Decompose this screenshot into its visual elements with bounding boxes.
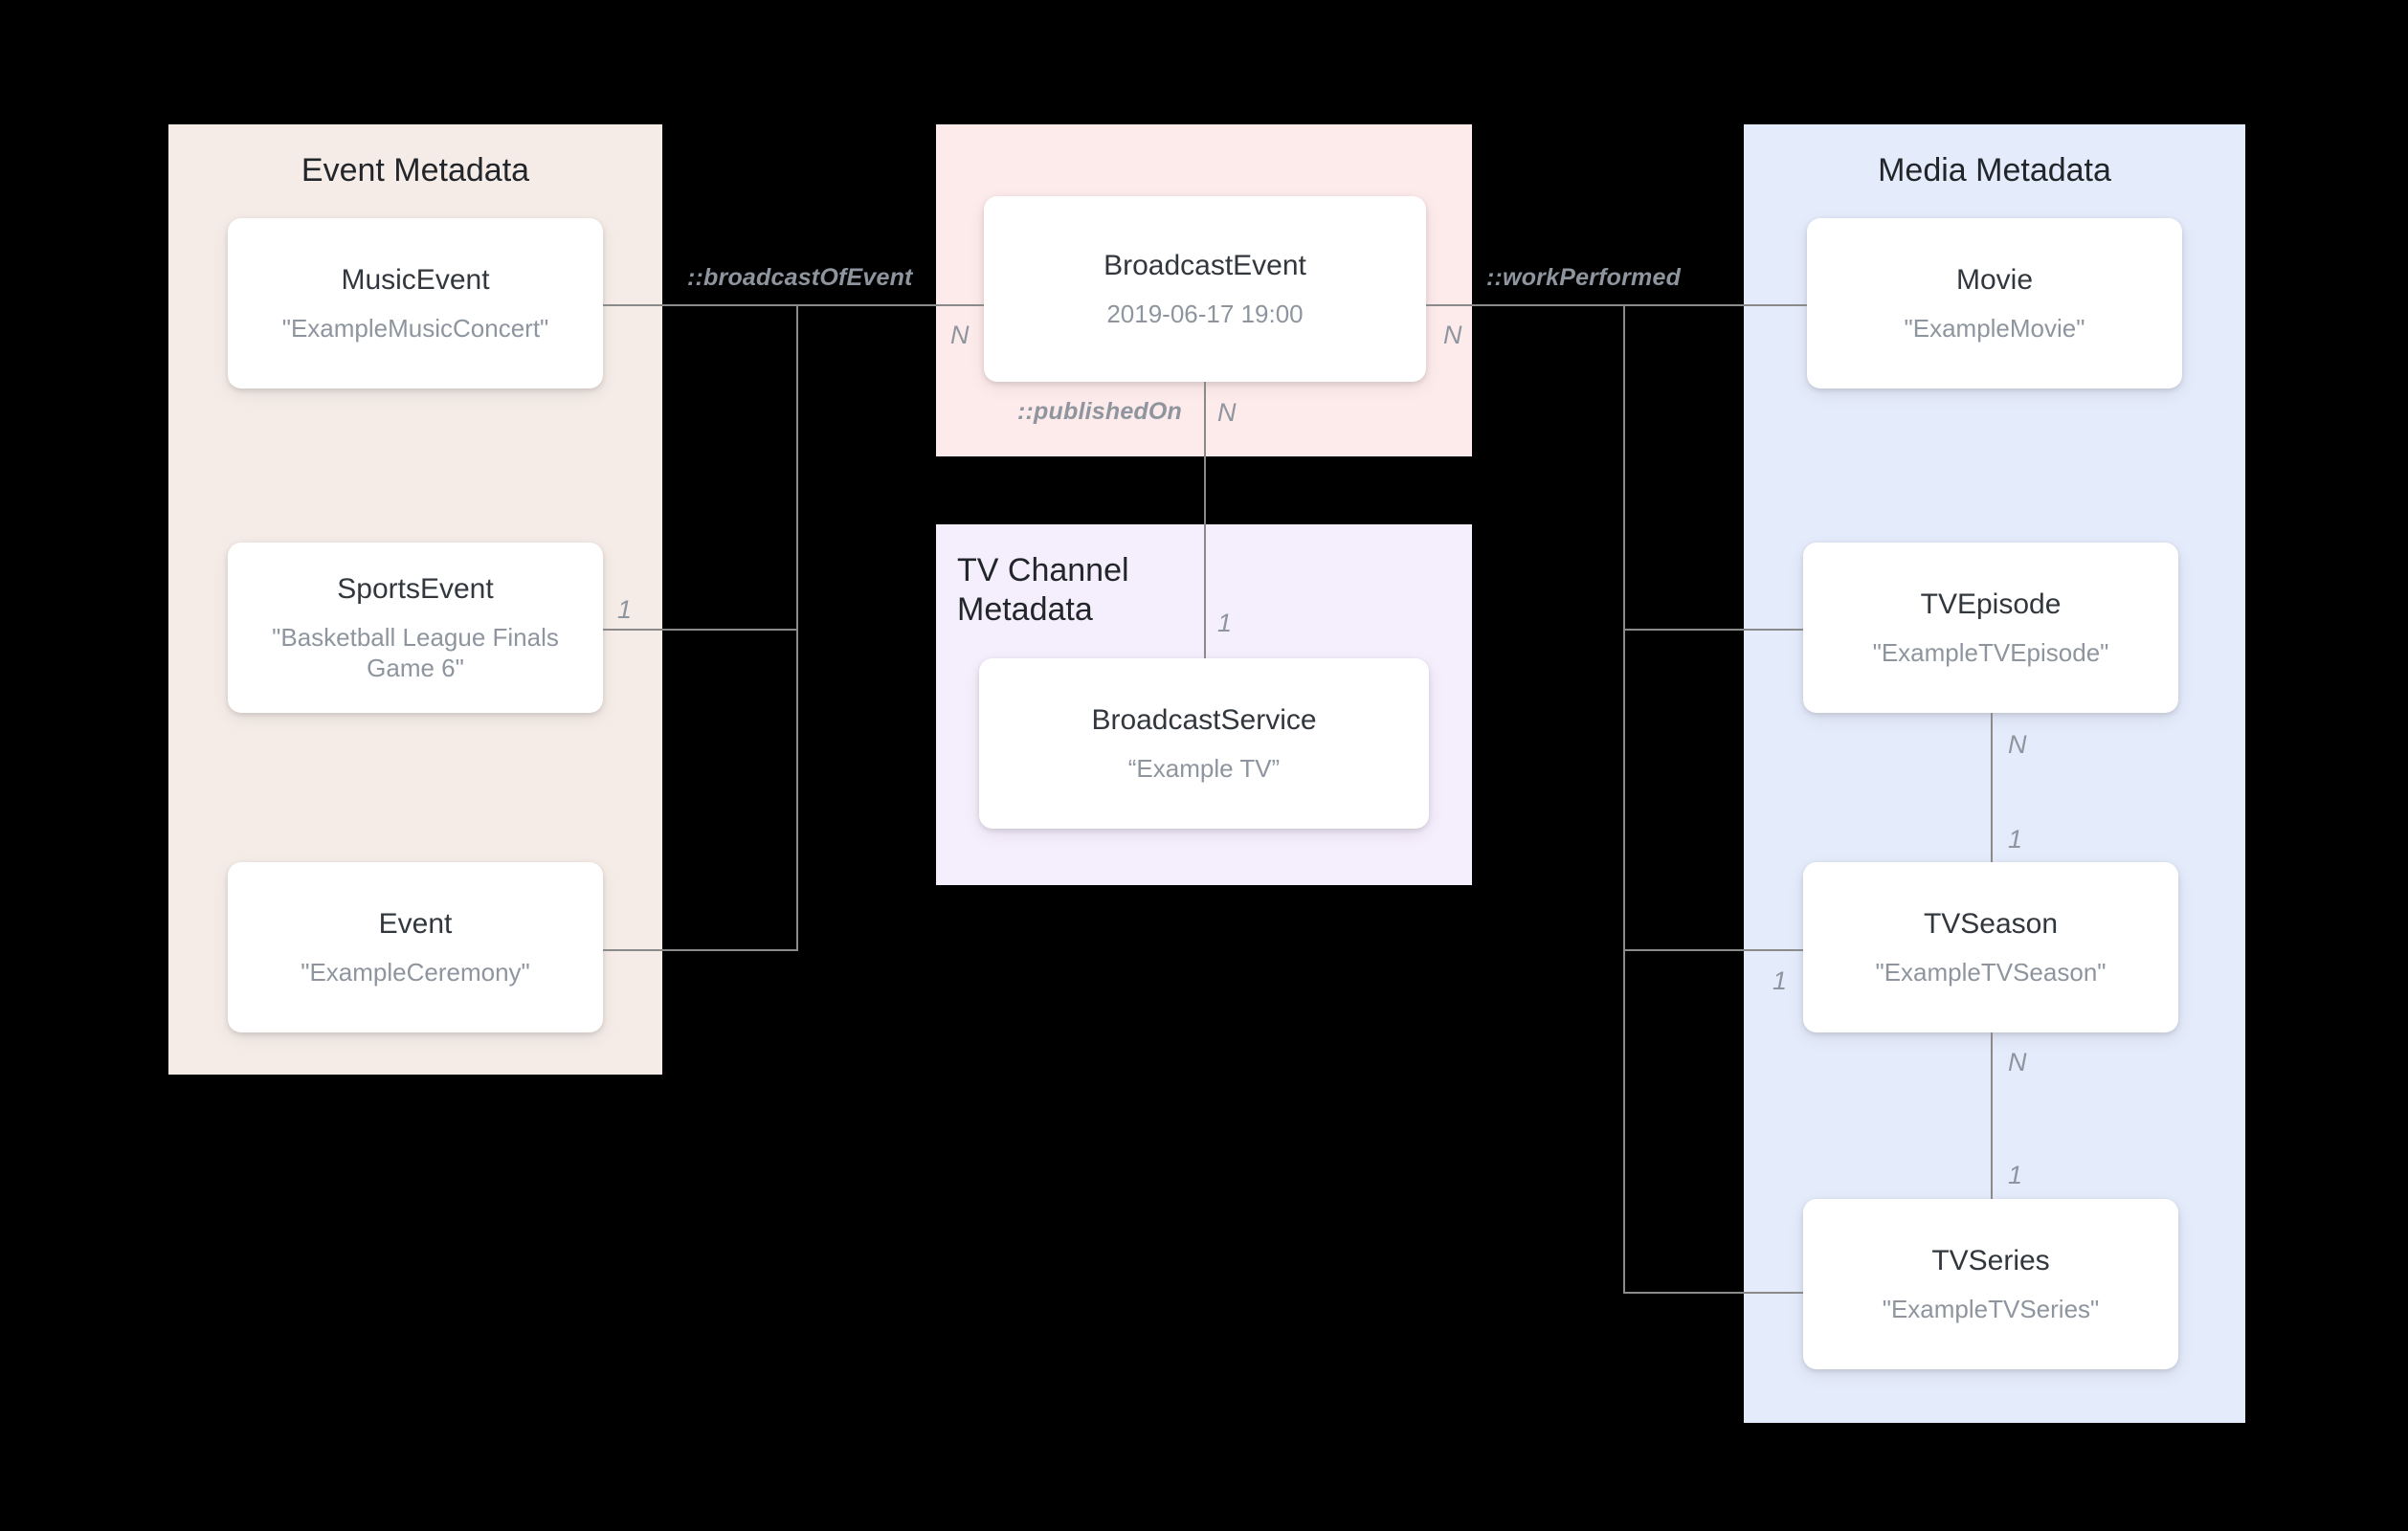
node-value-label: "ExampleTVSeries" — [1882, 1294, 2100, 1323]
edge-tv-season-to-tv-series — [1991, 1032, 1993, 1199]
node-value-label: “Example TV” — [1127, 753, 1281, 783]
cardinality-published-on-source: N — [1217, 398, 1237, 427]
edge-sports-event-to-bus — [603, 629, 798, 631]
node-tv-series[interactable]: TVSeries "ExampleTVSeries" — [1803, 1199, 2178, 1369]
node-type-label: BroadcastEvent — [1104, 249, 1306, 281]
node-tv-season[interactable]: TVSeason "ExampleTVSeason" — [1803, 862, 2178, 1032]
edge-label-published-on: ::publishedOn — [1017, 398, 1183, 425]
edge-bus-to-tv-season — [1623, 949, 1803, 951]
node-type-label: TVEpisode — [1920, 588, 2062, 620]
cardinality-work-to-season-target: 1 — [1773, 966, 1788, 995]
node-sports-event[interactable]: SportsEvent "Basketball League Finals Ga… — [228, 543, 603, 713]
cardinality-work-performed-source: N — [1443, 321, 1462, 349]
node-type-label: Event — [378, 907, 453, 940]
edge-broadcast-event-to-media-bus — [1426, 304, 1807, 306]
cardinality-published-on-target: 1 — [1217, 609, 1233, 637]
edge-tv-episode-to-tv-season — [1991, 713, 1993, 862]
edge-broadcast-event-to-broadcast-service — [1204, 382, 1206, 658]
edge-bus-to-tv-episode — [1623, 629, 1803, 631]
node-value-label: 2019-06-17 19:00 — [1106, 299, 1304, 328]
edge-event-vertical-bus — [796, 304, 798, 951]
node-movie[interactable]: Movie "ExampleMovie" — [1807, 218, 2182, 388]
edge-bus-to-broadcast-event — [796, 304, 984, 306]
cardinality-season-to-series-target: 1 — [2008, 1161, 2023, 1189]
panel-title-tv-channel-metadata: TV Channel Metadata — [957, 552, 1129, 629]
edge-label-broadcast-of-event: ::broadcastOfEvent — [687, 264, 913, 291]
node-broadcast-service[interactable]: BroadcastService “Example TV” — [979, 658, 1429, 829]
panel-title-media-metadata: Media Metadata — [1878, 152, 2111, 189]
node-type-label: SportsEvent — [337, 572, 494, 605]
node-tv-episode[interactable]: TVEpisode "ExampleTVEpisode" — [1803, 543, 2178, 713]
node-value-label: "ExampleCeremony" — [301, 957, 530, 987]
cardinality-episode-to-season-target: 1 — [2008, 825, 2023, 854]
edge-music-event-to-bus — [603, 304, 798, 306]
node-broadcast-event[interactable]: BroadcastEvent 2019-06-17 19:00 — [984, 196, 1426, 382]
node-value-label: "ExampleTVSeason" — [1875, 957, 2107, 987]
node-type-label: Movie — [1955, 263, 2034, 296]
node-type-label: TVSeries — [1931, 1244, 2050, 1276]
node-value-label: "ExampleMusicConcert" — [281, 313, 549, 343]
cardinality-broadcast-of-event-source: N — [950, 321, 970, 349]
node-music-event[interactable]: MusicEvent "ExampleMusicConcert" — [228, 218, 603, 388]
cardinality-season-to-series-source: N — [2008, 1048, 2027, 1076]
edge-event-to-bus — [603, 949, 798, 951]
node-value-label: "ExampleMovie" — [1904, 313, 2085, 343]
node-event[interactable]: Event "ExampleCeremony" — [228, 862, 603, 1032]
cardinality-episode-to-season-source: N — [2008, 730, 2027, 759]
cardinality-broadcast-of-event-target: 1 — [617, 595, 633, 624]
node-type-label: TVSeason — [1923, 907, 2059, 940]
node-value-label: "Basketball League Finals Game 6" — [272, 622, 559, 683]
panel-title-event-metadata: Event Metadata — [301, 152, 530, 189]
node-type-label: BroadcastService — [1091, 703, 1317, 736]
node-value-label: "ExampleTVEpisode" — [1872, 637, 2109, 667]
edge-bus-to-tv-series — [1623, 1292, 1803, 1294]
node-type-label: MusicEvent — [341, 263, 490, 296]
edge-label-work-performed: ::workPerformed — [1486, 264, 1682, 291]
edge-media-vertical-bus — [1623, 304, 1625, 1294]
